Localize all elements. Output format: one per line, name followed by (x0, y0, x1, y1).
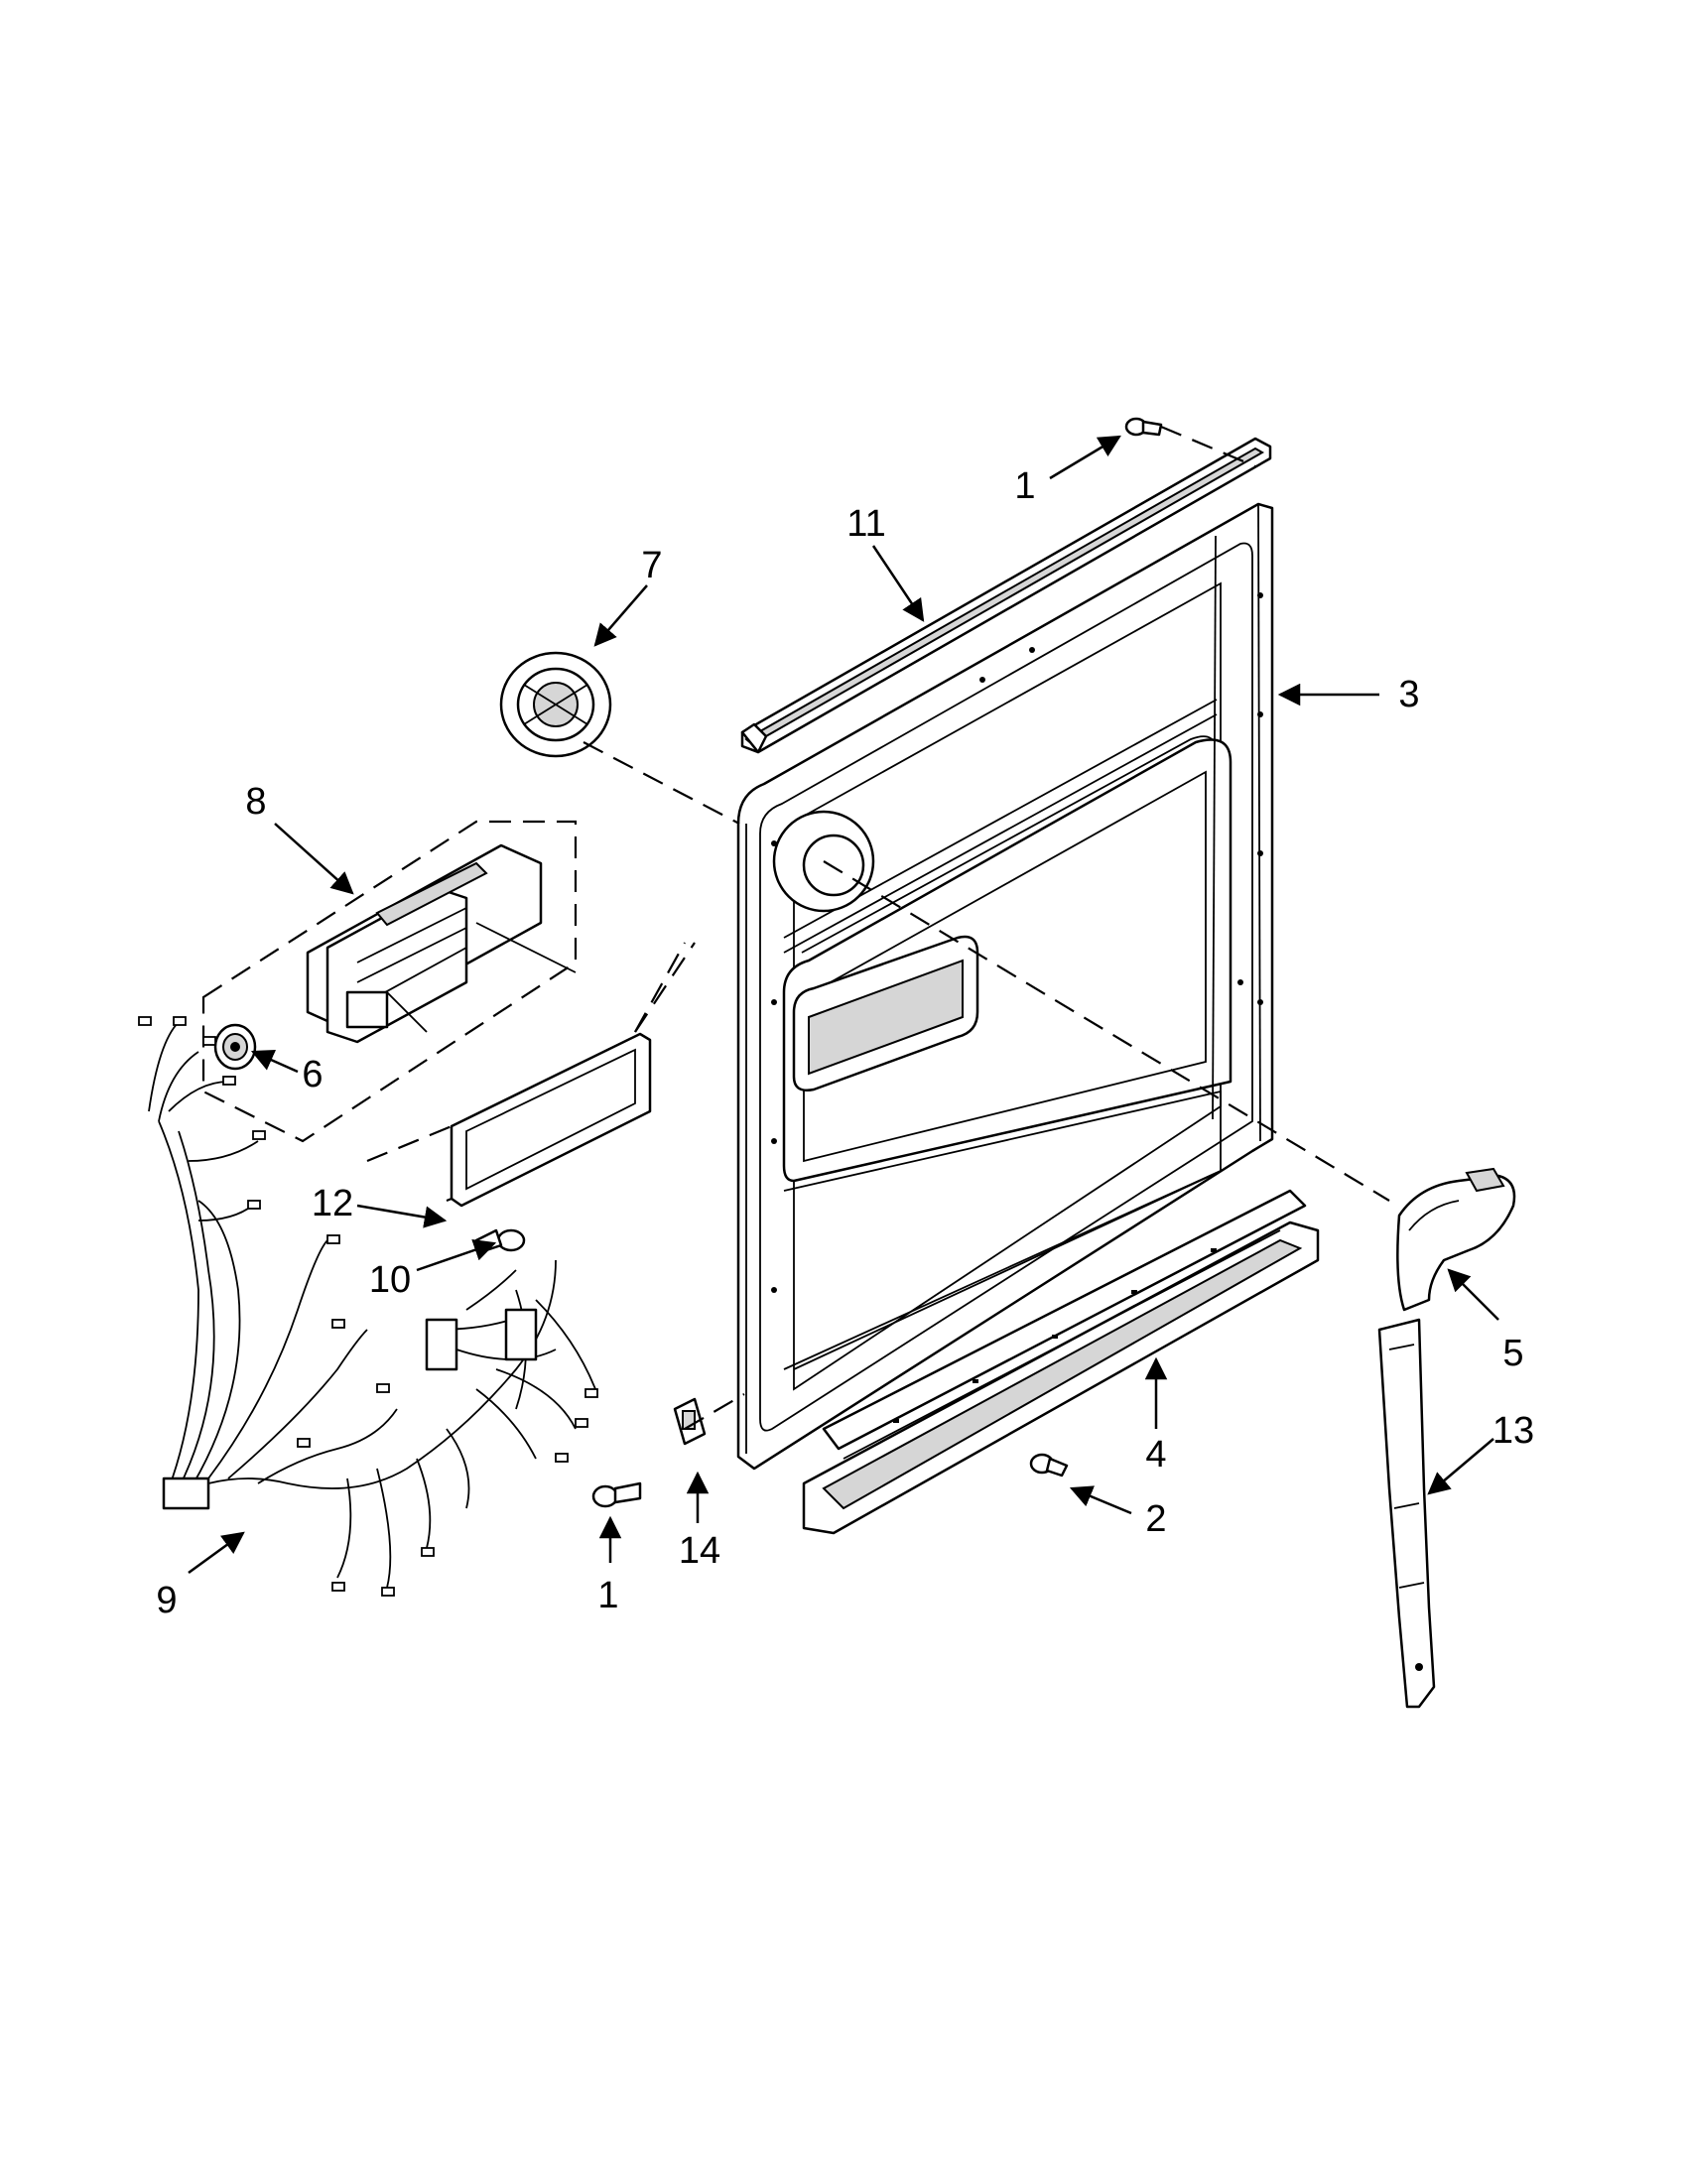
dispenser-assembly (201, 820, 578, 1143)
screw-2 (1029, 1453, 1069, 1477)
callout-10: 10 (369, 1259, 411, 1301)
callout-11: 11 (846, 503, 885, 545)
knob (213, 1023, 257, 1071)
callout-arrows (188, 435, 1499, 1575)
vent-duct (1396, 1167, 1516, 1312)
callout-1-bottom: 1 (597, 1575, 618, 1616)
inner-door-panel (736, 502, 1274, 1471)
callout-13: 13 (1492, 1410, 1534, 1452)
top-door-strip (740, 437, 1272, 754)
callout-12: 12 (312, 1183, 353, 1224)
wire-harness (138, 1016, 598, 1597)
screw-1-top (1124, 417, 1163, 437)
callout-9: 9 (156, 1580, 177, 1621)
vent-cover (499, 651, 612, 758)
callout-4: 4 (1145, 1434, 1166, 1476)
callout-5: 5 (1502, 1333, 1523, 1374)
callout-3: 3 (1398, 674, 1419, 715)
dashed-leaders (583, 425, 1390, 1430)
screw-1-bottom (591, 1481, 642, 1508)
bottom-hinge-strip (802, 1189, 1320, 1535)
callout-14: 14 (679, 1530, 720, 1572)
callout-8: 8 (245, 781, 266, 823)
callout-6: 6 (302, 1054, 323, 1095)
callout-1-top: 1 (1014, 465, 1035, 507)
gasket-plate (366, 942, 686, 1208)
callout-7: 7 (641, 545, 662, 586)
duct-bracket (1377, 1318, 1436, 1709)
callout-2: 2 (1145, 1498, 1166, 1540)
clip (673, 1397, 707, 1446)
callout-labels: 1 11 7 3 8 6 12 10 5 13 4 2 9 1 14 (156, 465, 1534, 1621)
